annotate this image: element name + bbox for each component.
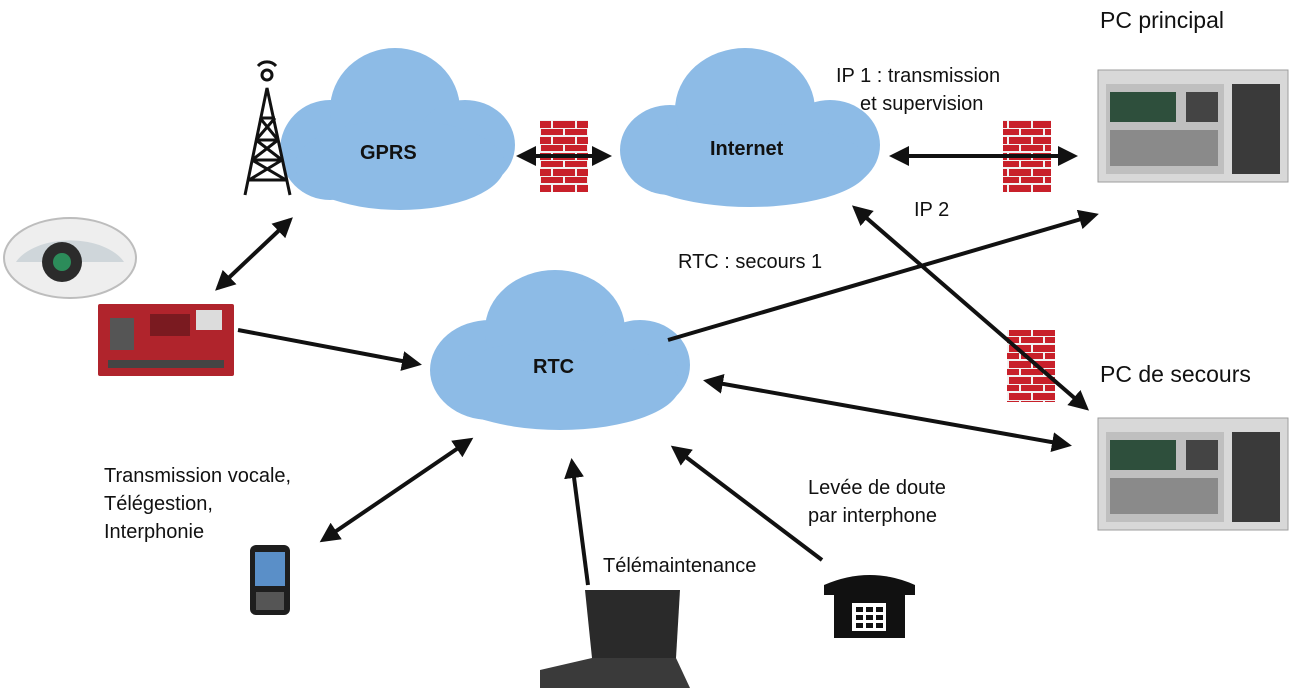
voice-label-line2: Télégestion,: [104, 493, 213, 515]
levee-label-line1: Levée de doute: [808, 477, 946, 499]
pc-principal-label: PC principal: [1100, 7, 1224, 33]
arrow-laptop-rtc: [564, 458, 590, 586]
firewall-icon: [1007, 330, 1055, 402]
ip1-label-line1: IP 1 : transmission: [836, 65, 1001, 87]
arrow-rtc-pc-principal: [667, 209, 1099, 342]
pc-secours-label: PC de secours: [1100, 361, 1251, 387]
keypad-icon: [3, 217, 137, 299]
alarm-panel-icon: [98, 304, 234, 376]
arrow-internet-pc-secours: [851, 205, 1090, 411]
gprs-cloud: [280, 48, 515, 210]
telemaintenance-label: Télémaintenance: [603, 555, 757, 577]
voice-label-line1: Transmission vocale,: [104, 465, 292, 487]
internet-label: Internet: [710, 138, 784, 160]
receiver-rack-icon: [1097, 69, 1289, 183]
ip1-label-line2: et supervision: [860, 93, 984, 115]
gprs-label: GPRS: [360, 142, 417, 164]
rtc-secours-label: RTC : secours 1: [678, 251, 823, 273]
laptop-icon: [540, 590, 690, 688]
levee-label-line2: par interphone: [808, 505, 937, 527]
rtc-cloud: [430, 270, 690, 430]
arrow-rtc-pc-secours: [703, 373, 1072, 453]
mobile-phone-icon: [250, 545, 290, 615]
arrow-telephone-rtc: [670, 445, 824, 562]
rtc-label: RTC: [533, 356, 575, 378]
arrow-panel-rtc: [237, 328, 422, 371]
receiver-rack-icon: [1097, 417, 1289, 531]
arrow-panel-gprs: [215, 217, 293, 291]
antenna-tower-icon: [243, 60, 292, 196]
voice-label-line3: Interphonie: [104, 521, 205, 543]
ip2-label: IP 2: [914, 199, 950, 221]
internet-cloud: [620, 48, 880, 207]
telephone-icon: [824, 575, 915, 638]
arrow-mobile-rtc: [319, 437, 474, 543]
connection-arrows: [215, 146, 1099, 586]
